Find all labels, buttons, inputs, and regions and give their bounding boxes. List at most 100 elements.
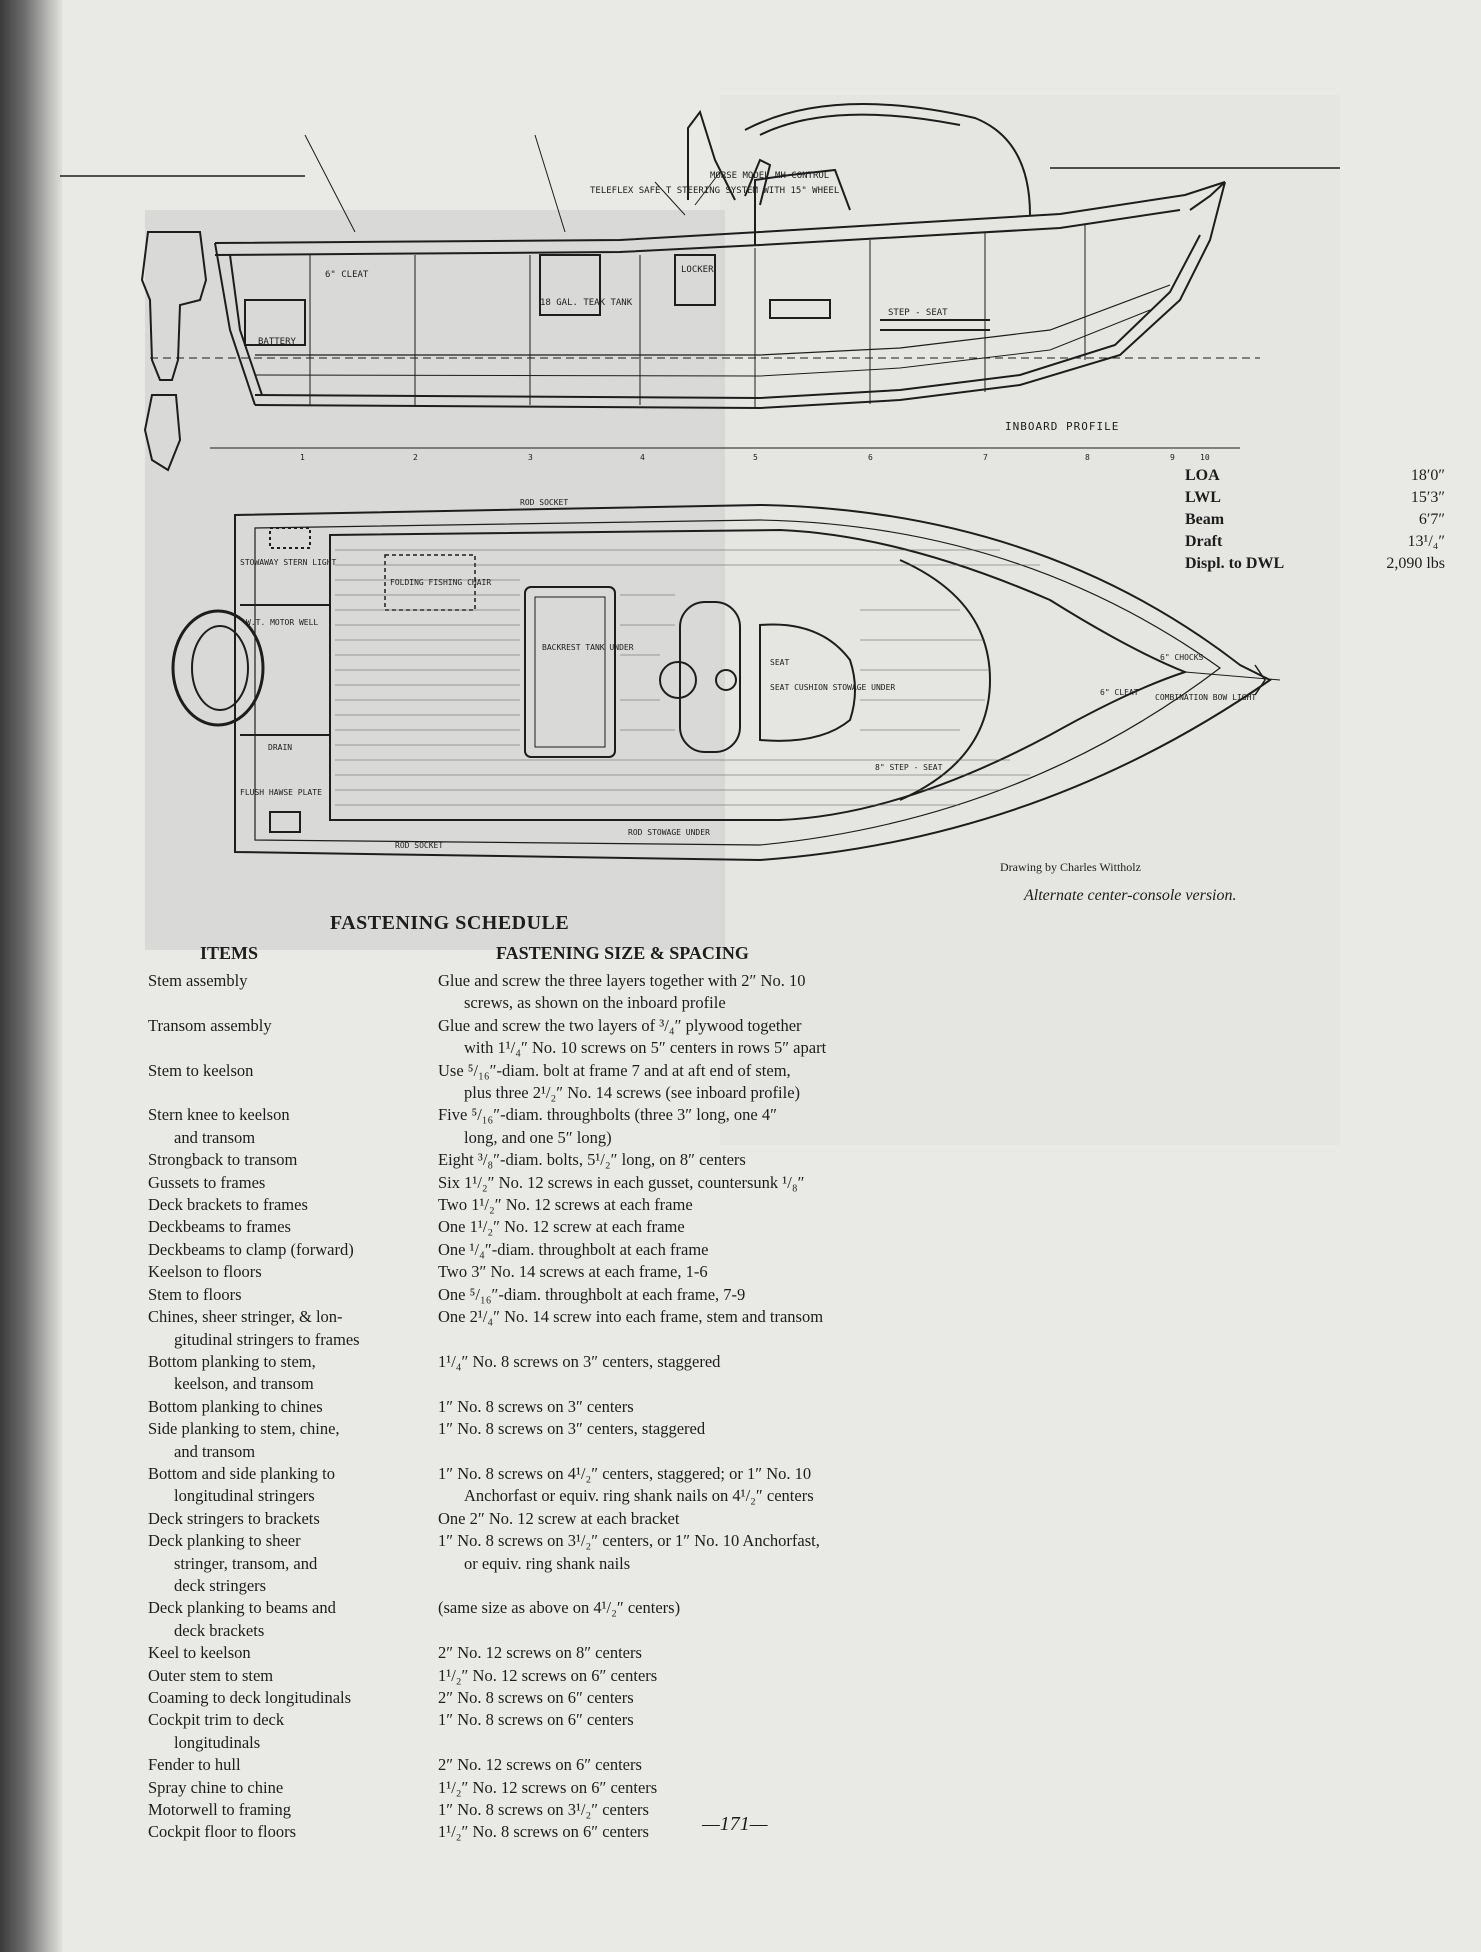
schedule-spec: 1¹/₂″ No. 12 screws on 6″ centers bbox=[438, 1777, 1068, 1799]
plan-label-rod-socket: ROD SOCKET bbox=[395, 841, 443, 850]
schedule-item-line: Transom assembly bbox=[148, 1015, 272, 1035]
schedule-item-line: Motorwell to framing bbox=[148, 1800, 291, 1820]
plan-label-folding-chair: FOLDING FISHING CHAIR bbox=[390, 578, 491, 587]
schedule-item-line: Stem to floors bbox=[148, 1284, 242, 1304]
schedule-spec: 1″ No. 8 screws on 3″ centers, staggered bbox=[438, 1418, 1068, 1463]
schedule-spec-line: 1″ No. 8 screws on 3¹/₂″ centers bbox=[438, 1800, 649, 1820]
drawing-credit: Drawing by Charles Wittholz bbox=[1000, 860, 1141, 874]
station-number: 9 bbox=[1170, 453, 1175, 462]
figure-caption: Alternate center-console version. bbox=[1024, 887, 1237, 904]
schedule-spec-line: with 1¹/₄″ No. 10 screws on 5″ centers i… bbox=[464, 1038, 827, 1058]
schedule-spec-line: Glue and screw the two layers of ³/₄″ pl… bbox=[438, 1015, 802, 1035]
plan-label-drain: DRAIN bbox=[268, 743, 292, 752]
schedule-spec-line: 2″ No. 12 screws on 8″ centers bbox=[438, 1643, 642, 1663]
schedule-row: Bottom planking to stem,keelson, and tra… bbox=[148, 1351, 1068, 1396]
schedule-spec-line: One 2″ No. 12 screw at each bracket bbox=[438, 1508, 680, 1528]
schedule-spec: 1″ No. 8 screws on 4¹/₂″ centers, stagge… bbox=[438, 1463, 1068, 1508]
schedule-item: Stem assembly bbox=[148, 970, 438, 1015]
schedule-spec-line: 1″ No. 8 screws on 6″ centers bbox=[438, 1710, 634, 1730]
schedule-item-line: gitudinal stringers to frames bbox=[174, 1329, 360, 1349]
schedule-item-line: Bottom planking to stem, bbox=[148, 1351, 316, 1371]
schedule-spec: 1″ No. 8 screws on 3¹/₂″ centers, or 1″ … bbox=[438, 1530, 1068, 1597]
schedule-item: Bottom planking to chines bbox=[148, 1396, 438, 1418]
schedule-item: Stem to keelson bbox=[148, 1060, 438, 1105]
schedule-item-line: Keel to keelson bbox=[148, 1643, 251, 1663]
schedule-item-line: Deckbeams to frames bbox=[148, 1217, 291, 1237]
schedule-spec-line: 1″ No. 8 screws on 4¹/₂″ centers, stagge… bbox=[438, 1463, 812, 1483]
schedule-item-line: Cockpit floor to floors bbox=[148, 1822, 297, 1842]
schedule-spec-line: 1¹/₄″ No. 8 screws on 3″ centers, stagge… bbox=[438, 1351, 721, 1371]
schedule-spec-line: One ¹/₄″-diam. throughbolt at each frame bbox=[438, 1239, 709, 1259]
book-gutter-shadow bbox=[0, 0, 62, 1952]
station-number: 5 bbox=[753, 453, 758, 462]
plan-label-step-seat: 8" STEP - SEAT bbox=[875, 763, 943, 772]
spec-label: Draft bbox=[1185, 533, 1223, 550]
schedule-item-line: Deck brackets to frames bbox=[148, 1195, 308, 1215]
schedule-item-line: Stem assembly bbox=[148, 971, 248, 990]
schedule-item: Motorwell to framing bbox=[148, 1799, 438, 1821]
schedule-item: Stem to floors bbox=[148, 1284, 438, 1306]
schedule-spec: 1″ No. 8 screws on 6″ centers bbox=[438, 1709, 1068, 1754]
schedule-spec-line: One 1¹/₂″ No. 12 screw at each frame bbox=[438, 1217, 685, 1237]
schedule-spec-line: Six 1¹/₂″ No. 12 screws in each gusset, … bbox=[438, 1172, 805, 1192]
schedule-item-line: Keelson to floors bbox=[148, 1262, 262, 1282]
station-number: 1 bbox=[300, 453, 305, 462]
schedule-spec-line: Anchorfast or equiv. ring shank nails on… bbox=[464, 1486, 814, 1506]
schedule-spec-line: 1¹/₂″ No. 12 screws on 6″ centers bbox=[438, 1665, 658, 1685]
schedule-item: Gussets to frames bbox=[148, 1172, 438, 1194]
schedule-spec: Glue and screw the three layers together… bbox=[438, 970, 1068, 1015]
schedule-row: Side planking to stem, chine,and transom… bbox=[148, 1418, 1068, 1463]
schedule-spec-line: One 2¹/₄″ No. 14 screw into each frame, … bbox=[438, 1307, 824, 1327]
schedule-spec: Two 1¹/₂″ No. 12 screws at each frame bbox=[438, 1194, 1068, 1216]
schedule-item-line: Strongback to transom bbox=[148, 1150, 298, 1170]
plan-label-bow-light: COMBINATION BOW LIGHT bbox=[1155, 693, 1256, 702]
schedule-spec-line: Two 3″ No. 14 screws at each frame, 1-6 bbox=[438, 1262, 708, 1282]
schedule-item-line: deck stringers bbox=[174, 1575, 267, 1595]
schedule-item-line: Stern knee to keelson bbox=[148, 1105, 290, 1125]
spec-label: LWL bbox=[1185, 489, 1221, 506]
schedule-spec: 1″ No. 8 screws on 3″ centers bbox=[438, 1396, 1068, 1418]
profile-title: INBOARD PROFILE bbox=[1005, 420, 1119, 433]
schedule-spec-line: Two 1¹/₂″ No. 12 screws at each frame bbox=[438, 1195, 693, 1215]
schedule-spec: One ¹/₄″-diam. throughbolt at each frame bbox=[438, 1239, 1068, 1261]
schedule-spec: Use ⁵/₁₆″-diam. bolt at frame 7 and at a… bbox=[438, 1060, 1068, 1105]
schedule-spec-line: 2″ No. 12 screws on 6″ centers bbox=[438, 1755, 642, 1775]
schedule-spec: 2″ No. 8 screws on 6″ centers bbox=[438, 1687, 1068, 1709]
schedule-spec-line: Glue and screw the three layers together… bbox=[438, 971, 806, 990]
schedule-spec: One 1¹/₂″ No. 12 screw at each frame bbox=[438, 1216, 1068, 1238]
schedule-row: Deck brackets to frames Two 1¹/₂″ No. 12 … bbox=[148, 1194, 1068, 1216]
schedule-spec: 1¹/₄″ No. 8 screws on 3″ centers, stagge… bbox=[438, 1351, 1068, 1396]
station-number: 6 bbox=[868, 453, 873, 462]
page-number: —171— bbox=[702, 1813, 768, 1835]
profile-label-battery: BATTERY bbox=[258, 337, 297, 347]
schedule-row: Deckbeams to clamp (forward)One ¹/₄″-dia… bbox=[148, 1239, 1068, 1261]
spec-value: 6′7″ bbox=[1418, 511, 1445, 528]
schedule-spec: Six 1¹/₂″ No. 12 screws in each gusset, … bbox=[438, 1172, 1068, 1194]
schedule-spec-line: plus three 2¹/₂″ No. 14 screws (see inbo… bbox=[464, 1083, 801, 1103]
schedule-item: Spray chine to chine bbox=[148, 1777, 438, 1799]
station-number: 7 bbox=[983, 453, 988, 462]
schedule-spec-line: 1″ No. 8 screws on 3″ centers bbox=[438, 1396, 634, 1416]
schedule-item: Coaming to deck longitudinals bbox=[148, 1687, 438, 1709]
plan-label-hawse-plate: FLUSH HAWSE PLATE bbox=[240, 788, 322, 797]
schedule-spec-line: 1″ No. 8 screws on 3¹/₂″ centers, or 1″ … bbox=[438, 1531, 820, 1551]
spec-label: LOA bbox=[1185, 467, 1220, 484]
inboard-profile bbox=[140, 103, 1260, 472]
schedule-spec-line: Eight ³/₈″-diam. bolts, 5¹/₂″ long, on 8… bbox=[438, 1150, 746, 1170]
profile-label-control: MORSE MODEL MH CONTROL bbox=[710, 171, 829, 181]
schedule-row: Transom assembly Glue and screw the two l… bbox=[148, 1015, 1068, 1060]
profile-label-steering: TELEFLEX SAFE T STEERING SYSTEM WITH 15"… bbox=[590, 186, 839, 196]
schedule-item: Transom assembly bbox=[148, 1015, 438, 1060]
show-through-text-area bbox=[720, 95, 1340, 1145]
